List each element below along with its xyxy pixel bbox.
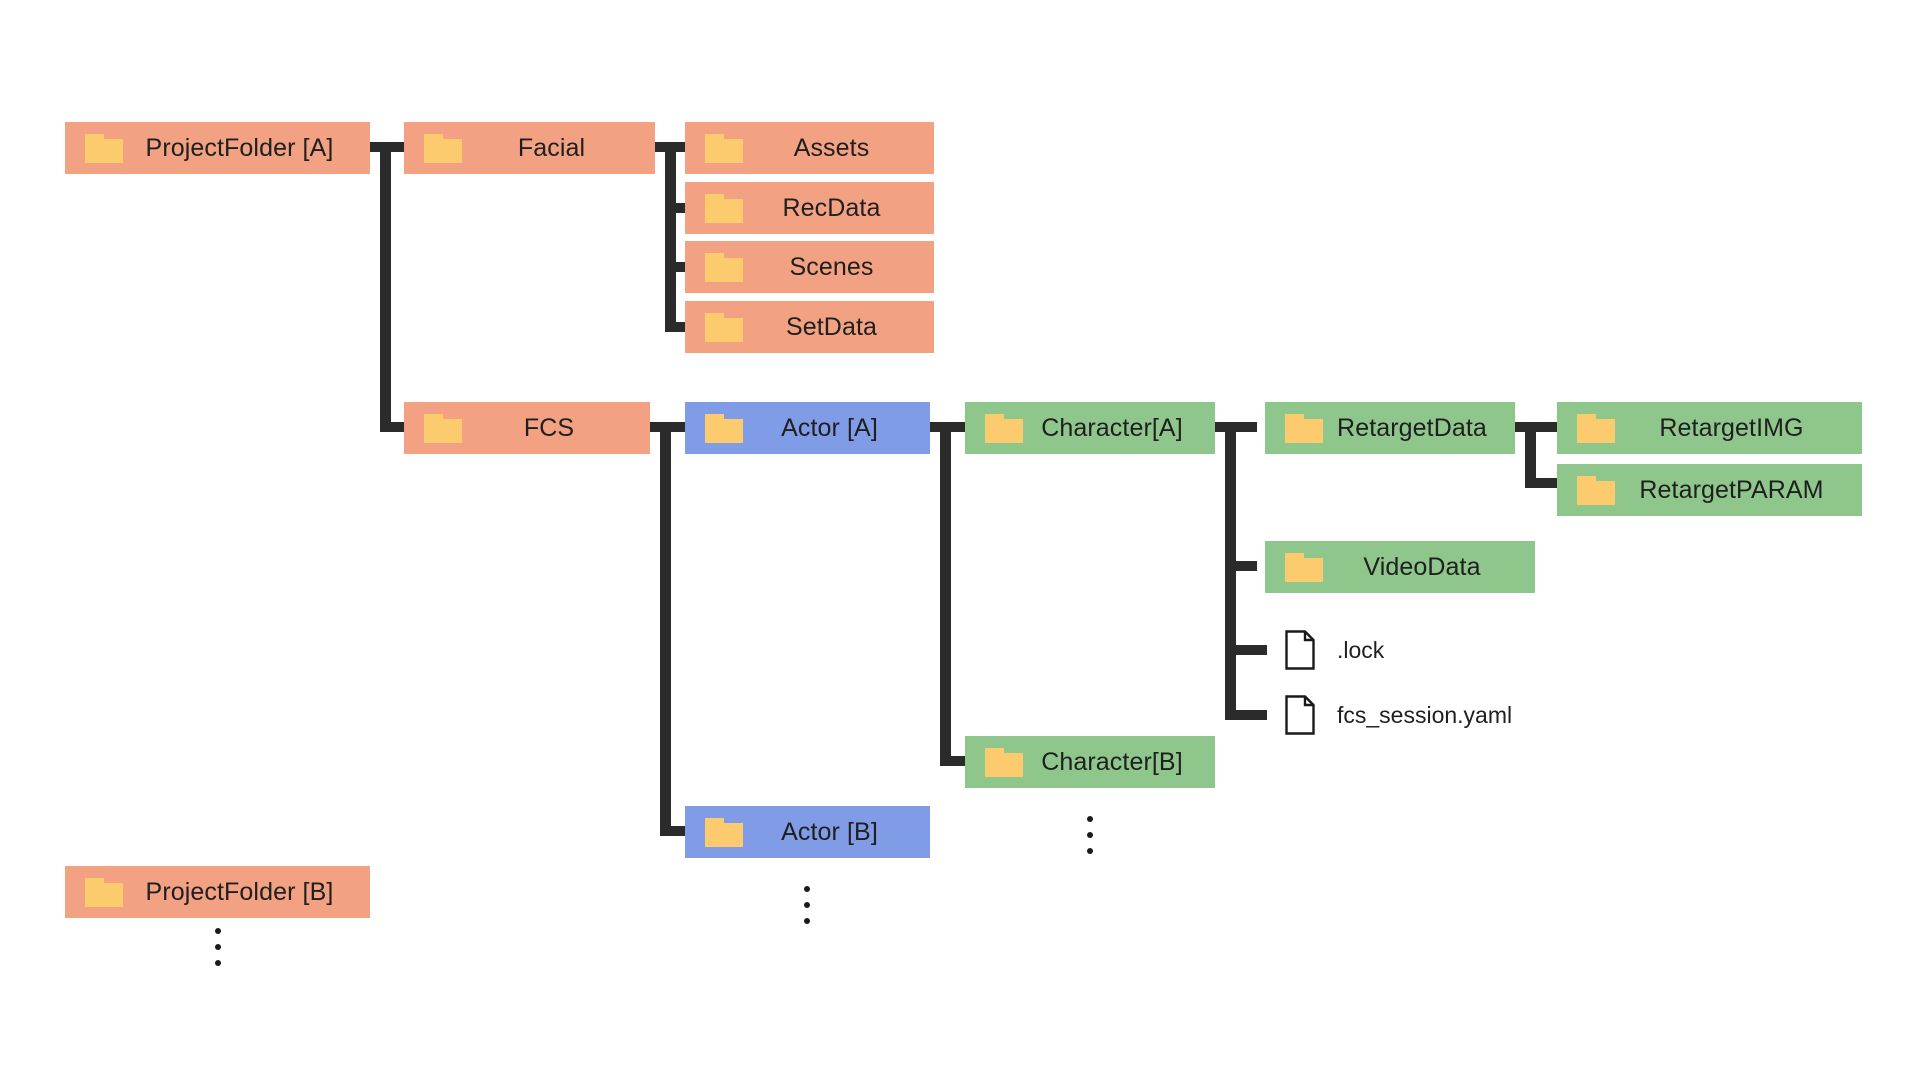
node-retargetdata[interactable]: RetargetData xyxy=(1265,402,1515,454)
node-character-b[interactable]: Character[B] xyxy=(965,736,1215,788)
node-label: RecData xyxy=(782,193,881,222)
node-label: Facial xyxy=(517,133,586,162)
connector-elbow-character-b xyxy=(940,756,972,766)
node-recdata[interactable]: RecData xyxy=(685,182,934,234)
folder-icon xyxy=(1285,552,1323,582)
node-facial[interactable]: Facial xyxy=(404,122,655,174)
connector-branch-videodata xyxy=(1225,561,1257,571)
node-lock-file[interactable]: .lock xyxy=(1285,624,1384,676)
folder-icon xyxy=(705,817,743,847)
connector-trunk-actor-a xyxy=(940,422,951,766)
folder-icon xyxy=(85,133,123,163)
folder-icon xyxy=(705,193,743,223)
node-label: Character[A] xyxy=(1041,413,1183,442)
node-label: Character[B] xyxy=(1041,747,1183,776)
node-actor-b[interactable]: Actor [B] xyxy=(685,806,930,858)
node-label: SetData xyxy=(785,312,878,341)
node-label: RetargetPARAM xyxy=(1639,475,1824,504)
connector-branch-lock xyxy=(1225,645,1267,655)
connector-stub-retargetdata xyxy=(1515,422,1557,432)
node-label: Actor [A] xyxy=(781,413,878,442)
node-setdata[interactable]: SetData xyxy=(685,301,934,353)
folder-icon xyxy=(1577,475,1615,505)
connector-stub-fcs xyxy=(650,422,692,432)
node-videodata[interactable]: VideoData xyxy=(1265,541,1535,593)
folder-icon xyxy=(1577,413,1615,443)
node-assets[interactable]: Assets xyxy=(685,122,934,174)
node-label: VideoData xyxy=(1363,552,1481,581)
connector-trunk-fcs xyxy=(660,422,671,836)
node-label: ProjectFolder [B] xyxy=(145,877,334,906)
node-fcs[interactable]: FCS xyxy=(404,402,650,454)
connector-stub-projectfolder-a xyxy=(370,142,414,152)
vertical-ellipsis-icon-projectfolder xyxy=(214,928,222,966)
folder-icon xyxy=(705,413,743,443)
node-retargetparam[interactable]: RetargetPARAM xyxy=(1557,464,1862,516)
folder-icon xyxy=(85,877,123,907)
node-projectfolder-a[interactable]: ProjectFolder [A] xyxy=(65,122,370,174)
folder-icon xyxy=(985,413,1023,443)
connector-trunk-facial xyxy=(665,142,676,332)
folder-icon xyxy=(424,413,462,443)
folder-icon xyxy=(424,133,462,163)
node-character-a[interactable]: Character[A] xyxy=(965,402,1215,454)
connector-trunk-projectfolder-a xyxy=(380,142,391,432)
connector-trunk-retargetdata xyxy=(1525,422,1536,488)
folder-icon xyxy=(705,133,743,163)
node-session-file[interactable]: fcs_session.yaml xyxy=(1285,689,1512,741)
vertical-ellipsis-icon-actor xyxy=(803,886,811,924)
node-label: Scenes xyxy=(789,252,874,281)
connector-stub-facial xyxy=(655,142,697,152)
node-label: FCS xyxy=(523,413,575,442)
node-actor-a[interactable]: Actor [A] xyxy=(685,402,930,454)
connector-branch-recdata xyxy=(665,203,697,213)
node-label: fcs_session.yaml xyxy=(1337,701,1513,728)
node-label: .lock xyxy=(1337,636,1385,663)
folder-icon xyxy=(705,252,743,282)
connector-branch-scenes xyxy=(665,262,697,272)
connector-stub-actor-a xyxy=(930,422,972,432)
node-retargetimg[interactable]: RetargetIMG xyxy=(1557,402,1862,454)
node-label: RetargetIMG xyxy=(1659,413,1804,442)
node-label: RetargetData xyxy=(1337,413,1487,442)
connector-stub-character-a xyxy=(1215,422,1257,432)
connector-elbow-retargetparam xyxy=(1525,478,1557,488)
vertical-ellipsis-icon-character xyxy=(1086,816,1094,854)
folder-icon xyxy=(985,747,1023,777)
node-projectfolder-b[interactable]: ProjectFolder [B] xyxy=(65,866,370,918)
file-icon xyxy=(1285,695,1315,735)
connector-branch-session xyxy=(1225,710,1267,720)
connector-branch-setdata xyxy=(665,322,697,332)
file-icon xyxy=(1285,630,1315,670)
node-label: Actor [B] xyxy=(781,817,878,846)
folder-icon xyxy=(705,312,743,342)
node-label: Assets xyxy=(793,133,870,162)
node-label: ProjectFolder [A] xyxy=(145,133,334,162)
connector-trunk-character-a xyxy=(1225,422,1236,720)
connector-elbow-actor-b xyxy=(660,826,692,836)
node-scenes[interactable]: Scenes xyxy=(685,241,934,293)
folder-icon xyxy=(1285,413,1323,443)
connector-elbow-fcs xyxy=(380,422,414,432)
